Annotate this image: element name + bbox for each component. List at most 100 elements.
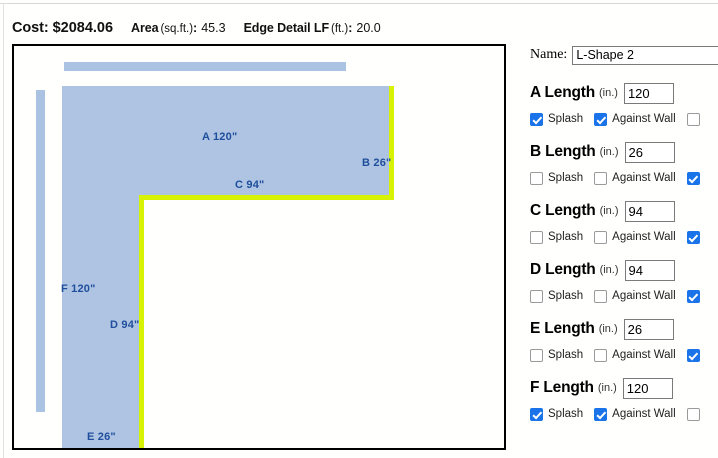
shape-canvas[interactable]: A 120" B 26" C 94" F 120" D 94" E 26" <box>12 44 506 450</box>
edge-detail-side-d[interactable] <box>139 195 144 448</box>
side-unit-c: (in.) <box>599 205 619 217</box>
splash-option-f[interactable]: Splash <box>530 407 584 421</box>
length-input-e[interactable] <box>623 318 674 340</box>
splash-checkbox-a[interactable] <box>530 112 543 126</box>
splash-label-d: Splash <box>548 290 584 302</box>
side-options-d: Splash Against Wall <box>530 286 718 306</box>
side-head-a: A Length(in.) <box>530 80 718 106</box>
extra-checkbox-d[interactable] <box>686 289 700 303</box>
side-unit-f: (in.) <box>597 382 617 394</box>
against-wall-option-f[interactable]: Against Wall <box>594 407 676 421</box>
splash-label-b: Splash <box>548 172 584 184</box>
splash-checkbox-f[interactable] <box>530 407 543 421</box>
side-unit-d: (in.) <box>599 264 619 276</box>
stat-edge-detail: Edge Detail LF (ft.) : 20.0 <box>244 21 381 35</box>
splash-option-c[interactable]: Splash <box>530 230 583 244</box>
side-unit-a: (in.) <box>598 87 618 99</box>
splash-option-b[interactable]: Splash <box>530 171 584 185</box>
name-label: Name: <box>530 47 568 62</box>
name-input[interactable] <box>572 45 718 65</box>
against-wall-label-b: Against Wall <box>612 172 676 184</box>
edge-detail-side-c[interactable] <box>139 195 394 200</box>
stat-cost-colon: : <box>43 20 49 36</box>
extra-option-f[interactable] <box>686 407 700 421</box>
side-group-e: E Length(in.) Splash Against Wall <box>530 316 718 365</box>
splash-label-a: Splash <box>548 113 584 125</box>
splash-checkbox-b[interactable] <box>530 171 543 185</box>
top-divider <box>0 3 718 4</box>
against-wall-option-d[interactable]: Against Wall <box>594 289 676 303</box>
against-wall-option-b[interactable]: Against Wall <box>594 171 676 185</box>
side-title-b: B Length <box>530 143 596 160</box>
side-group-a: A Length(in.) Splash Against Wall <box>530 80 718 129</box>
length-input-f[interactable] <box>622 377 673 399</box>
extra-checkbox-b[interactable] <box>686 171 700 185</box>
side-options-b: Splash Against Wall <box>530 168 718 188</box>
stat-edge-detail-colon: : <box>348 21 353 35</box>
splash-option-d[interactable]: Splash <box>530 289 584 303</box>
side-options-f: Splash Against Wall <box>530 404 718 424</box>
against-wall-option-a[interactable]: Against Wall <box>594 112 676 126</box>
stat-area-colon: : <box>193 21 198 35</box>
extra-checkbox-a[interactable] <box>686 112 700 126</box>
against-wall-checkbox-e[interactable] <box>594 348 608 362</box>
stat-cost: Cost : $2084.06 <box>12 20 113 36</box>
against-wall-option-c[interactable]: Against Wall <box>594 230 676 244</box>
dimension-label-f: F 120" <box>61 283 96 295</box>
against-wall-label-e: Against Wall <box>612 349 676 361</box>
side-title-c: C Length <box>530 202 596 219</box>
against-wall-label-d: Against Wall <box>612 290 676 302</box>
side-unit-e: (in.) <box>598 323 618 335</box>
length-input-c[interactable] <box>624 200 675 222</box>
stat-area-unit: (sq.ft.) <box>160 23 194 35</box>
length-input-d[interactable] <box>624 259 675 281</box>
extra-option-d[interactable] <box>686 289 700 303</box>
side-head-f: F Length(in.) <box>530 375 718 401</box>
side-head-c: C Length(in.) <box>530 198 718 224</box>
side-group-f: F Length(in.) Splash Against Wall <box>530 375 718 424</box>
splash-checkbox-e[interactable] <box>530 348 543 362</box>
splash-option-a[interactable]: Splash <box>530 112 584 126</box>
extra-checkbox-f[interactable] <box>686 407 700 421</box>
side-options-a: Splash Against Wall <box>530 109 718 129</box>
side-options-e: Splash Against Wall <box>530 345 718 365</box>
side-head-b: B Length(in.) <box>530 139 718 165</box>
against-wall-checkbox-a[interactable] <box>594 112 608 126</box>
edge-detail-side-b[interactable] <box>389 86 394 200</box>
against-wall-option-e[interactable]: Against Wall <box>594 348 676 362</box>
against-wall-checkbox-c[interactable] <box>594 230 608 244</box>
name-row: Name: <box>530 44 718 66</box>
wall-indicator-top <box>64 62 346 71</box>
dimension-label-b: B 26" <box>362 157 392 169</box>
against-wall-checkbox-f[interactable] <box>594 407 608 421</box>
side-group-c: C Length(in.) Splash Against Wall <box>530 198 718 247</box>
against-wall-label-c: Against Wall <box>612 231 676 243</box>
dimension-label-c: C 94" <box>235 179 265 191</box>
stat-area-value: 45.3 <box>201 21 226 35</box>
length-input-b[interactable] <box>624 141 675 163</box>
side-head-e: E Length(in.) <box>530 316 718 342</box>
side-title-d: D Length <box>530 261 596 278</box>
splash-option-e[interactable]: Splash <box>530 348 583 362</box>
dimension-label-a: A 120" <box>202 131 238 143</box>
against-wall-checkbox-d[interactable] <box>594 289 608 303</box>
extra-option-b[interactable] <box>686 171 700 185</box>
side-unit-b: (in.) <box>599 146 619 158</box>
length-input-a[interactable] <box>623 82 674 104</box>
extra-checkbox-e[interactable] <box>686 348 700 362</box>
extra-option-a[interactable] <box>686 112 700 126</box>
extra-option-c[interactable] <box>686 230 700 244</box>
countertop-shape-leg[interactable] <box>62 86 139 448</box>
side-options-c: Splash Against Wall <box>530 227 718 247</box>
side-title-f: F Length <box>530 379 594 396</box>
extra-option-e[interactable] <box>686 348 700 362</box>
splash-checkbox-d[interactable] <box>530 289 543 303</box>
dimension-label-e: E 26" <box>87 431 116 443</box>
splash-label-f: Splash <box>548 408 584 420</box>
side-title-e: E Length <box>530 320 595 337</box>
extra-checkbox-c[interactable] <box>686 230 700 244</box>
splash-checkbox-c[interactable] <box>530 230 543 244</box>
against-wall-checkbox-b[interactable] <box>594 171 608 185</box>
stat-area: Area (sq.ft.) : 45.3 <box>131 21 226 35</box>
